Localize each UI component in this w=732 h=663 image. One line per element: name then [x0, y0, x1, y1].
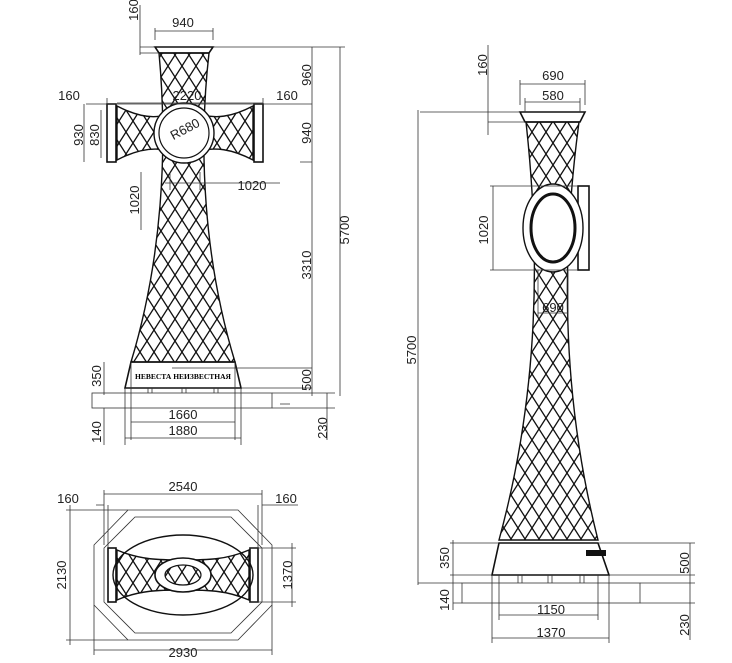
dim-side-plinth-top-width: 1150 — [537, 602, 565, 617]
dim-plan-arm-span: 2540 — [169, 479, 198, 494]
dim-side-slab-height: 230 — [677, 614, 692, 636]
front-left-end-cap — [106, 103, 117, 163]
dim-side-slab-offset: 140 — [437, 589, 452, 611]
dim-front-arm-span: 2220 — [173, 88, 202, 103]
plan-base-slab — [93, 509, 273, 641]
dim-plan-total-width: 2930 — [169, 645, 198, 660]
dim-plan-right-cap: 160 — [275, 491, 297, 506]
dim-front-shaft-height: 3310 — [299, 251, 314, 280]
side-top-cap — [518, 111, 587, 123]
dim-side-top-inner-width: 580 — [542, 88, 564, 103]
plan-view: 2540 160 160 2130 1370 2930 — [54, 479, 298, 660]
side-base-slab — [461, 582, 641, 604]
dim-side-medallion-height: 1020 — [476, 216, 491, 245]
front-inscription: НЕВЕСТА НЕИЗВЕСТНАЯ — [135, 372, 231, 381]
dim-side-plinth-height: 350 — [437, 547, 452, 569]
dim-front-base-height: 500 — [299, 369, 314, 391]
dim-side-top-width: 690 — [542, 68, 564, 83]
side-view: 160 690 580 1020 690 5700 350 500 140 11… — [404, 45, 695, 643]
front-right-end-cap — [253, 103, 264, 163]
dim-front-top-width: 940 — [172, 15, 194, 30]
dim-side-total-height: 5700 — [404, 336, 419, 365]
dim-side-plinth-bottom-width: 1370 — [537, 625, 566, 640]
dim-side-top-cap-height: 160 — [475, 54, 490, 76]
dim-front-medallion-height: 1020 — [127, 186, 142, 215]
front-medallion-inner — [158, 107, 210, 159]
dim-plan-depth: 2130 — [54, 561, 69, 590]
dim-front-top-height: 960 — [299, 64, 314, 86]
plan-left-cap — [107, 547, 117, 603]
side-medallion-inner — [529, 192, 577, 264]
side-plinth — [491, 542, 611, 576]
dim-front-left-cap: 160 — [58, 88, 80, 103]
dim-front-plinth-bottom-width: 1880 — [169, 423, 198, 438]
dim-front-medallion-width: 1020 — [238, 178, 267, 193]
front-base-slab — [91, 392, 273, 409]
side-inscription-plate — [586, 550, 606, 556]
dim-side-medallion-width: 690 — [542, 300, 564, 315]
front-top-cap — [153, 46, 215, 54]
dim-plan-left-cap: 160 — [57, 491, 79, 506]
dim-front-plinth-top-width: 1660 — [169, 407, 198, 422]
dim-front-top-cap-height: 160 — [126, 0, 141, 21]
dim-front-right-cap: 160 — [276, 88, 298, 103]
dim-front-plinth-height: 350 — [89, 365, 104, 387]
plan-plinth — [103, 516, 263, 634]
dim-front-arm-inner-height: 830 — [87, 124, 102, 146]
dim-plan-arm-depth: 1370 — [280, 561, 295, 590]
side-medallion-outer — [522, 183, 584, 273]
dim-front-arm-height: 940 — [299, 122, 314, 144]
dim-front-slab-offset: 140 — [89, 421, 104, 443]
dim-front-slab-height: 230 — [315, 417, 330, 439]
dim-side-base-height: 500 — [677, 552, 692, 574]
dim-front-total-height: 5700 — [337, 216, 352, 245]
dim-front-arm-outer-height: 930 — [71, 124, 86, 146]
front-view: НЕВЕСТА НЕИЗВЕСТНАЯ 160 940 960 160 2220… — [58, 0, 352, 445]
